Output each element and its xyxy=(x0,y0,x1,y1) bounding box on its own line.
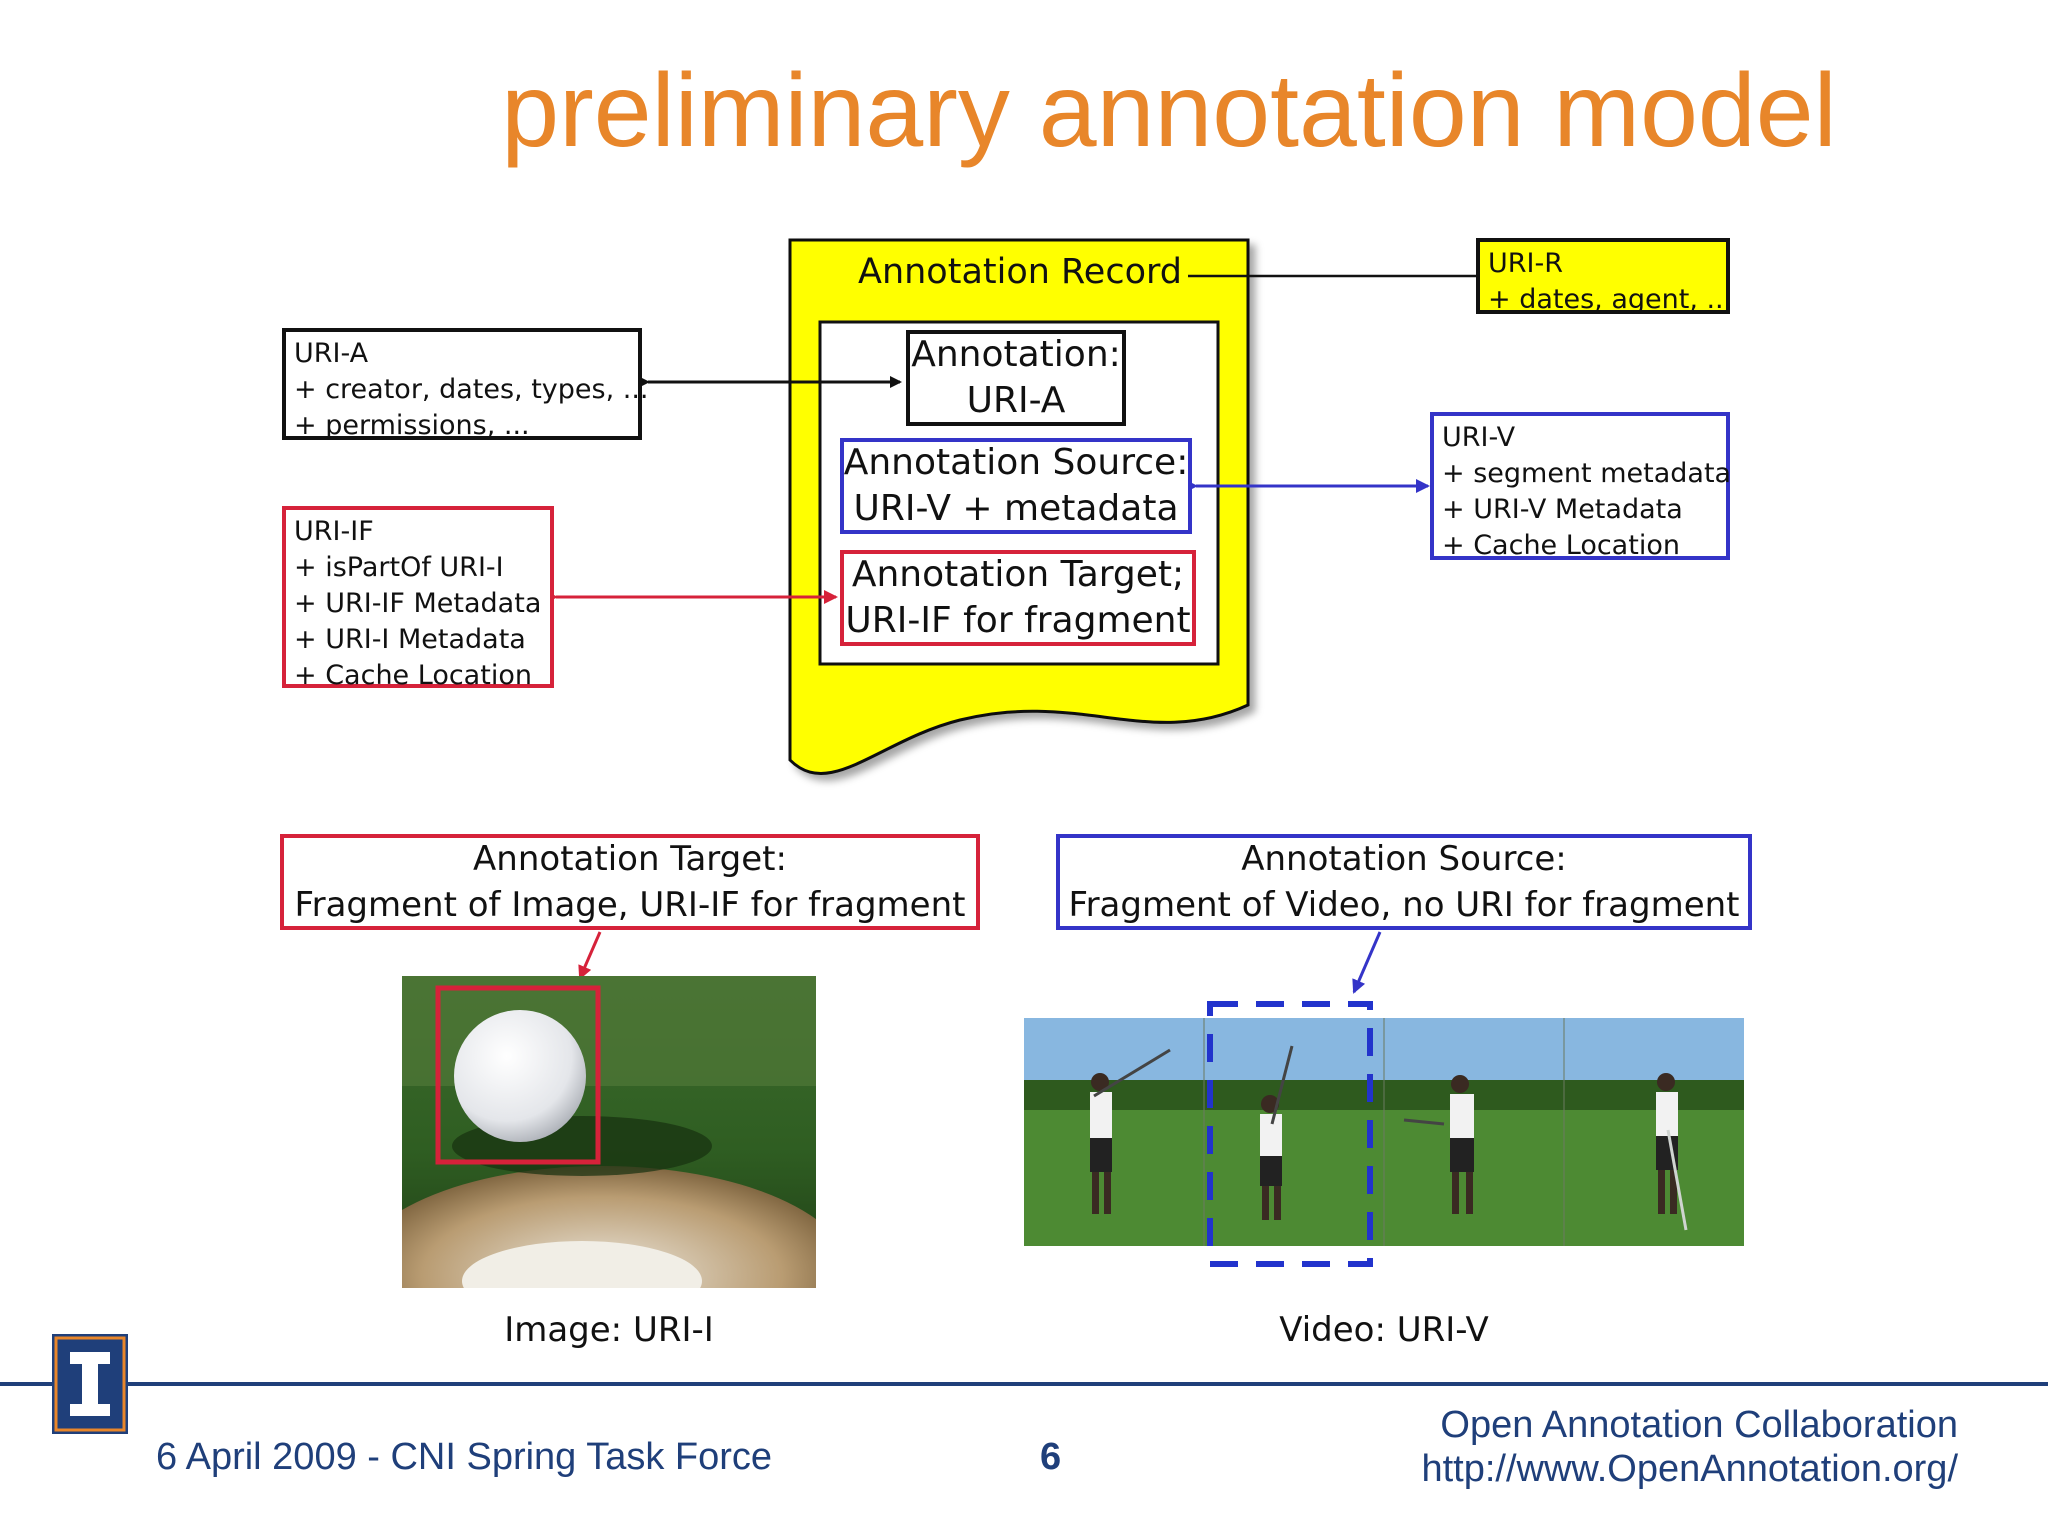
footer-url-link[interactable]: http://www.OpenAnnotation.org/ xyxy=(1421,1448,1958,1490)
illinois-block-i-logo-icon xyxy=(52,1334,128,1434)
annotation-target-callout[interactable]: Annotation Target: Fragment of Image, UR… xyxy=(280,834,980,930)
uri-v-line: + URI-V Metadata xyxy=(1442,494,1683,525)
uri-v-box[interactable]: URI-V + segment metadata + URI-V Metadat… xyxy=(1430,412,1732,561)
video-caption: Video: URI-V xyxy=(1279,1310,1489,1350)
annotation-source-line1: Annotation Source: xyxy=(843,442,1189,483)
annotation-record-label: Annotation Record xyxy=(858,252,1182,292)
golf-swing-video-strip xyxy=(1024,1001,1744,1267)
uri-if-line: + isPartOf URI-I xyxy=(294,552,504,583)
footer-rule xyxy=(0,1382,2048,1386)
annotation-box[interactable]: Annotation: URI-A xyxy=(906,330,1126,426)
uri-if-box[interactable]: URI-IF + isPartOf URI-I + URI-IF Metadat… xyxy=(282,506,554,691)
uri-v-line: + segment metadata xyxy=(1442,458,1732,489)
annotation-box-line2: URI-A xyxy=(966,380,1066,421)
uri-r-line: URI-R xyxy=(1488,248,1563,279)
target-callout-line2: Fragment of Image, URI-IF for fragment xyxy=(294,885,966,925)
uri-v-line: URI-V xyxy=(1442,422,1516,453)
uri-a-line: + permissions, ... xyxy=(294,410,530,441)
golf-ball-image xyxy=(402,976,816,1288)
slide-title: preliminary annotation model xyxy=(501,53,1837,169)
footer-org: Open Annotation Collaboration xyxy=(1440,1404,1958,1446)
golfer-frame-4 xyxy=(1656,1073,1688,1231)
footer-date-event: 6 April 2009 - CNI Spring Task Force xyxy=(156,1436,773,1478)
uri-r-line: + dates, agent, ... xyxy=(1488,284,1733,315)
annotation-target-line1: Annotation Target; xyxy=(851,554,1185,595)
target-callout-line1: Annotation Target: xyxy=(473,839,787,879)
video-fragment-highlight xyxy=(1207,1001,1373,1267)
uri-r-box[interactable]: URI-R + dates, agent, ... xyxy=(1476,238,1732,315)
annotation-box-line1: Annotation: xyxy=(911,334,1121,375)
golfer-frame-1 xyxy=(1090,1048,1171,1214)
uri-a-box[interactable]: URI-A + creator, dates, types, ... + per… xyxy=(282,328,649,441)
uri-if-line: + URI-I Metadata xyxy=(294,624,526,655)
source-callout-line2: Fragment of Video, no URI for fragment xyxy=(1068,885,1740,925)
image-fragment-highlight xyxy=(435,985,601,1165)
annotation-source-box[interactable]: Annotation Source: URI-V + metadata xyxy=(840,438,1192,534)
golfer-frame-3 xyxy=(1403,1075,1474,1214)
annotation-source-callout[interactable]: Annotation Source: Fragment of Video, no… xyxy=(1056,834,1752,930)
uri-if-line: + Cache Location xyxy=(294,660,532,691)
page-number: 6 xyxy=(1040,1436,1062,1478)
uri-a-line: + creator, dates, types, ... xyxy=(294,374,649,405)
golfer-frame-2 xyxy=(1260,1045,1294,1220)
target-callout-pointer xyxy=(578,931,602,980)
uri-a-line: URI-A xyxy=(294,338,369,369)
uri-v-line: + Cache Location xyxy=(1442,530,1680,561)
annotation-target-line2: URI-IF for fragment xyxy=(845,600,1191,641)
annotation-target-box[interactable]: Annotation Target; URI-IF for fragment xyxy=(840,550,1196,646)
annotation-source-line2: URI-V + metadata xyxy=(853,488,1179,529)
source-callout-line1: Annotation Source: xyxy=(1241,839,1567,879)
uri-if-line: URI-IF xyxy=(294,516,374,547)
uri-if-line: + URI-IF Metadata xyxy=(294,588,542,619)
source-callout-pointer xyxy=(1352,931,1382,994)
image-caption: Image: URI-I xyxy=(504,1310,714,1350)
